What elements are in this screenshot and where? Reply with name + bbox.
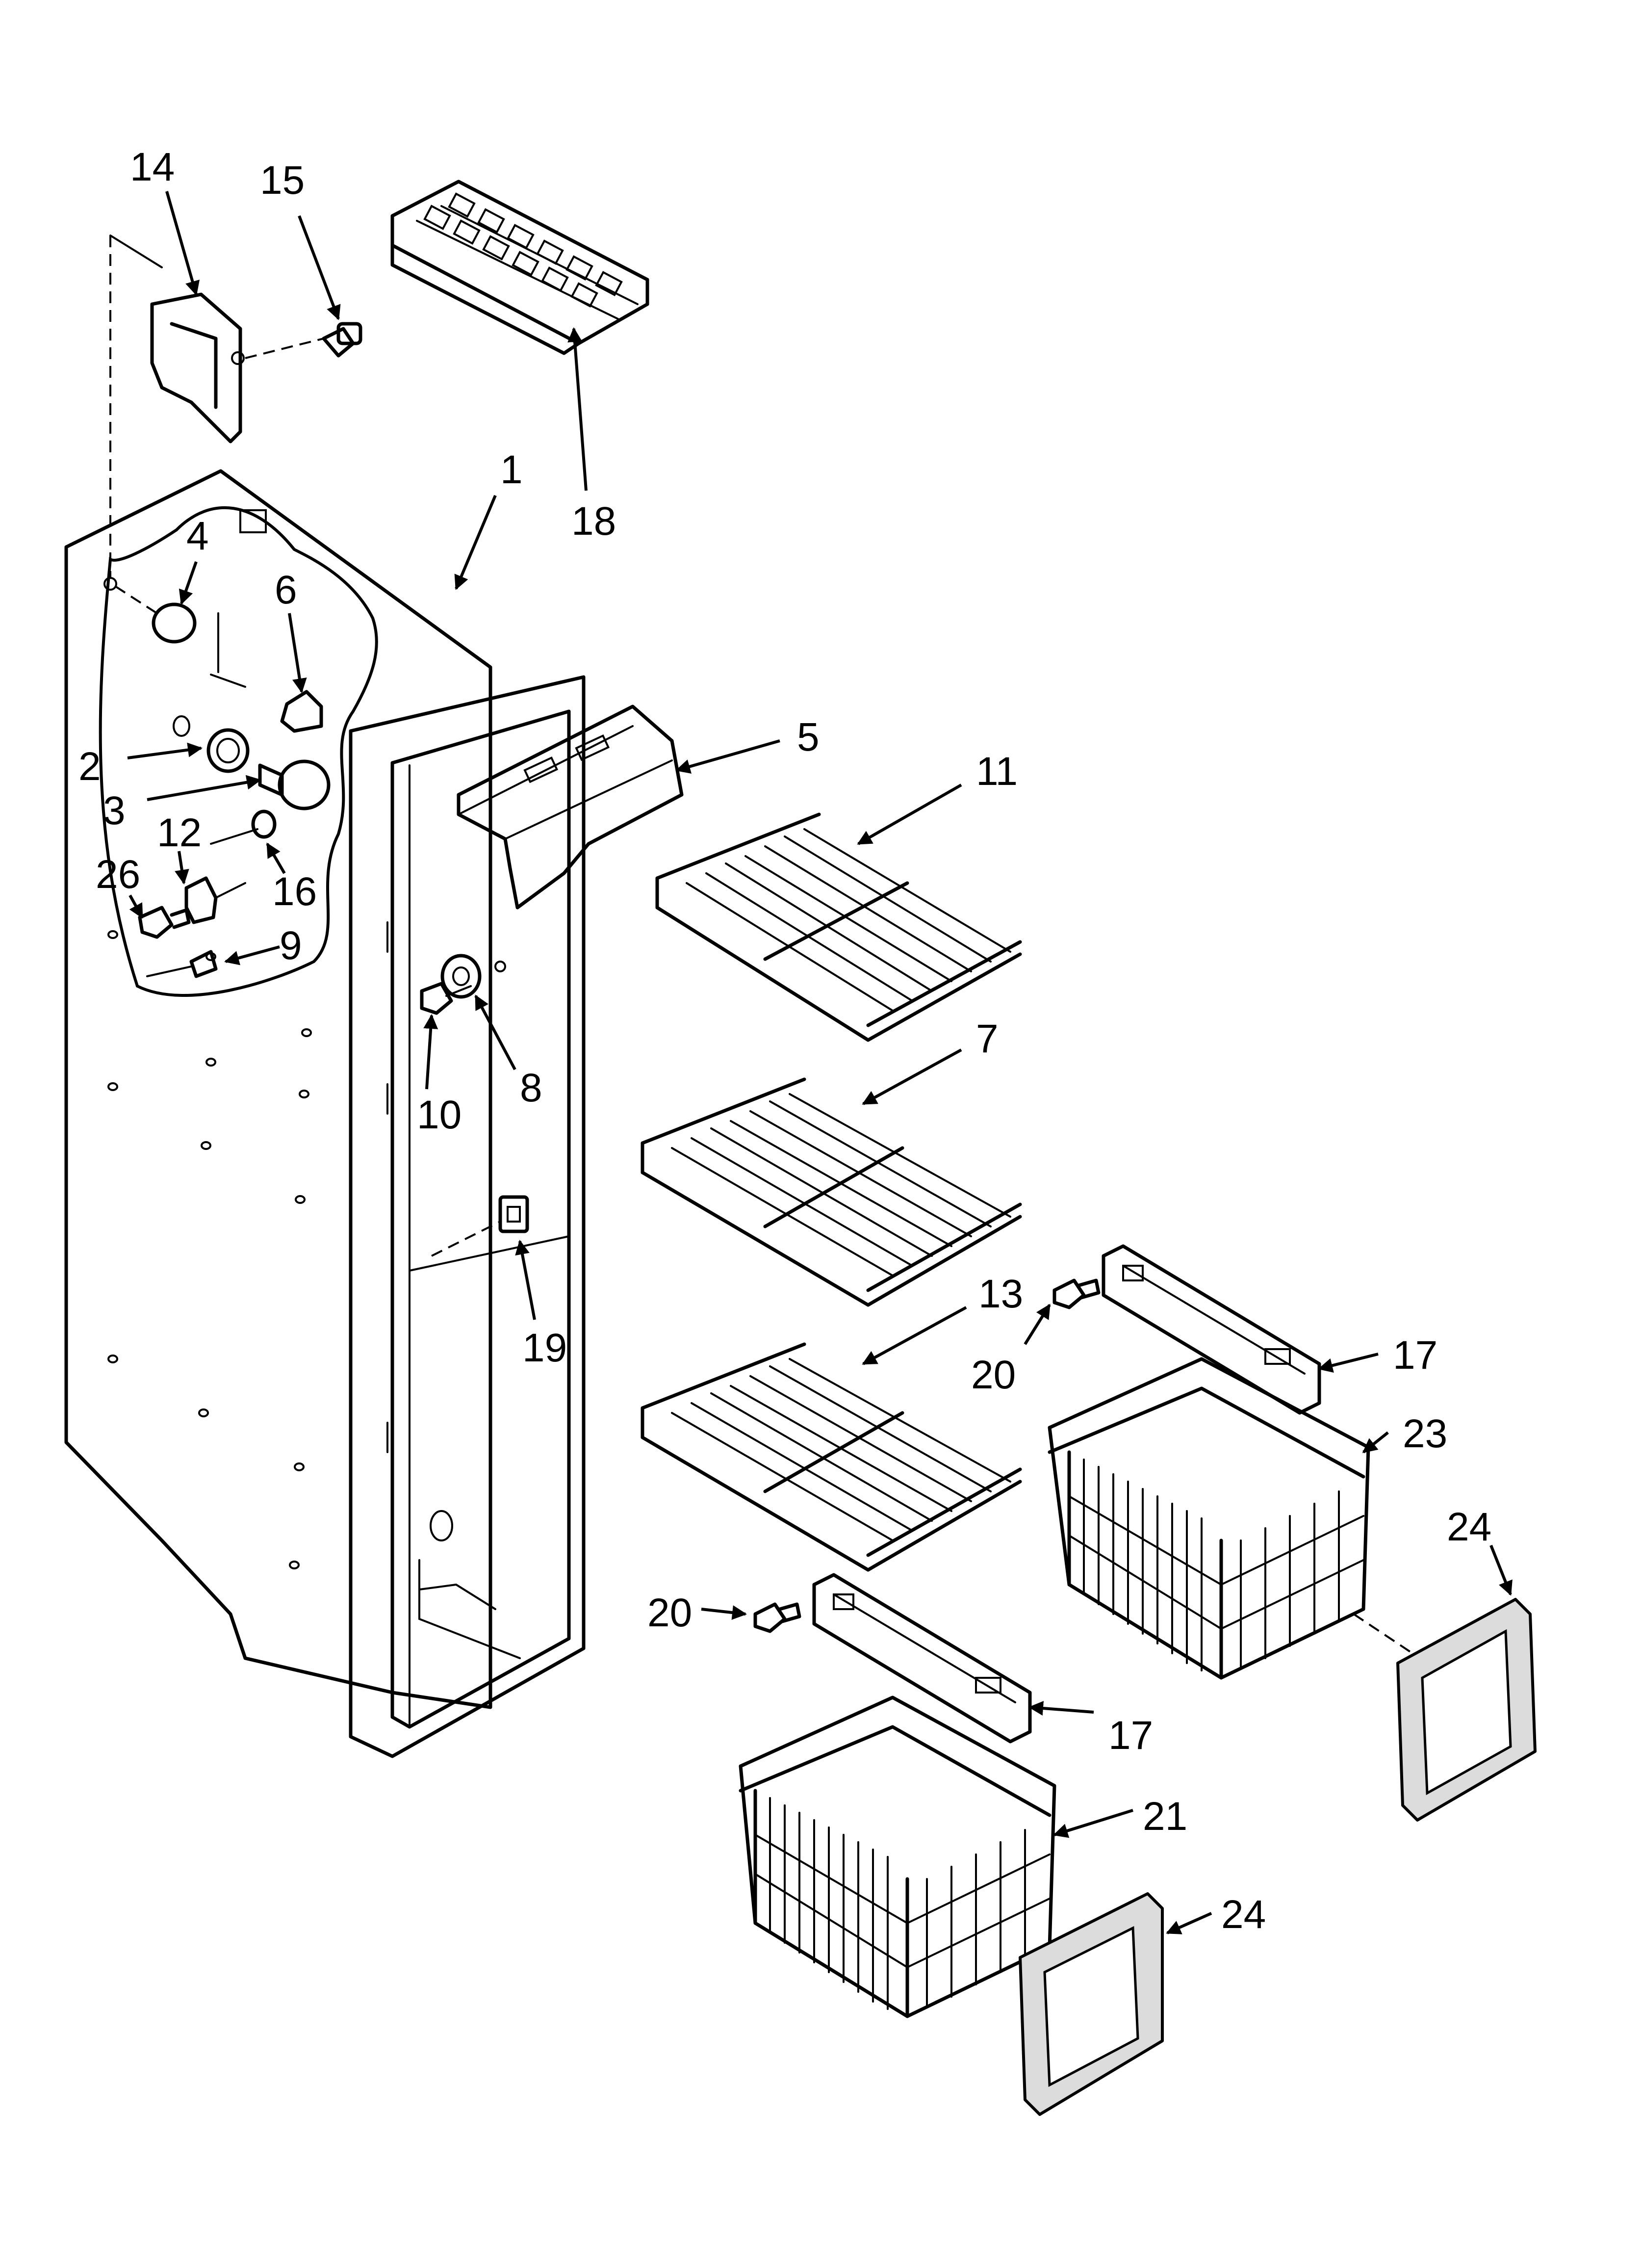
callout-10: 10 (417, 1093, 462, 1137)
part-24-basket-front-lower (1019, 1892, 1164, 2116)
part-24-basket-front-upper (1396, 1598, 1537, 1822)
part-16-grommet (210, 809, 277, 845)
callout-23: 23 (1403, 1411, 1447, 1456)
callout-11: 11 (976, 749, 1018, 794)
callout-20-lower: 20 (647, 1590, 692, 1635)
part-12-clip (184, 876, 246, 924)
part-26-screw (138, 906, 191, 939)
callout-24-lower: 24 (1221, 1892, 1266, 1937)
callout-19: 19 (522, 1326, 567, 1370)
part-19-switch (498, 1195, 529, 1233)
callout-8: 8 (520, 1066, 542, 1110)
callout-24-upper: 24 (1447, 1505, 1491, 1549)
callout-12: 12 (157, 810, 202, 855)
part-18-ice-tray (390, 180, 649, 355)
leader-lines (127, 191, 1513, 1934)
part-6-clip (280, 690, 323, 733)
callout-labels: 14 15 18 1 4 6 5 2 11 3 12 26 16 9 7 8 1… (78, 145, 1491, 1937)
part-13-shelf (641, 1342, 1022, 1572)
part-7-shelf (641, 1077, 1022, 1307)
callout-7: 7 (976, 1017, 999, 1061)
part-20-screw-lower (753, 1602, 801, 1633)
callout-16: 16 (272, 869, 317, 914)
callout-17-upper: 17 (1393, 1333, 1437, 1378)
callout-15: 15 (260, 158, 305, 203)
part-3-bulb (258, 759, 331, 810)
callout-13: 13 (978, 1272, 1023, 1316)
callout-9: 9 (280, 923, 302, 968)
callout-18: 18 (571, 499, 616, 544)
callout-1: 1 (500, 447, 523, 492)
callout-17-lower: 17 (1108, 1713, 1153, 1758)
part-15-screw (322, 322, 362, 358)
part-17-rail-upper (1102, 1244, 1321, 1415)
part-4-plug (103, 577, 197, 644)
callout-26: 26 (96, 852, 140, 897)
part-8-damper (440, 954, 506, 999)
callout-3: 3 (103, 788, 126, 833)
part-5-cover (457, 704, 684, 910)
part-6-clip-slot (239, 509, 267, 533)
callout-6: 6 (275, 568, 297, 612)
callout-21: 21 (1143, 1794, 1187, 1839)
callout-20-upper: 20 (971, 1353, 1016, 1397)
part-23-basket (1048, 1357, 1370, 1680)
part-11-shelf (655, 812, 1022, 1042)
callout-4: 4 (186, 514, 209, 558)
callout-2: 2 (78, 744, 101, 789)
part-10-screw (420, 982, 453, 1015)
freezer-liner (64, 469, 586, 1758)
liner-holes (107, 930, 312, 1569)
part-14-bracket (150, 292, 245, 443)
part-2-socket (173, 715, 250, 773)
part-21-basket (739, 1695, 1056, 2018)
wiring-harness (99, 506, 378, 997)
callout-14: 14 (130, 145, 175, 189)
part-20-screw-upper (1052, 1278, 1101, 1309)
part-9-clip (146, 950, 218, 978)
part-17-rail-lower (812, 1573, 1032, 1744)
callout-5: 5 (797, 715, 820, 759)
